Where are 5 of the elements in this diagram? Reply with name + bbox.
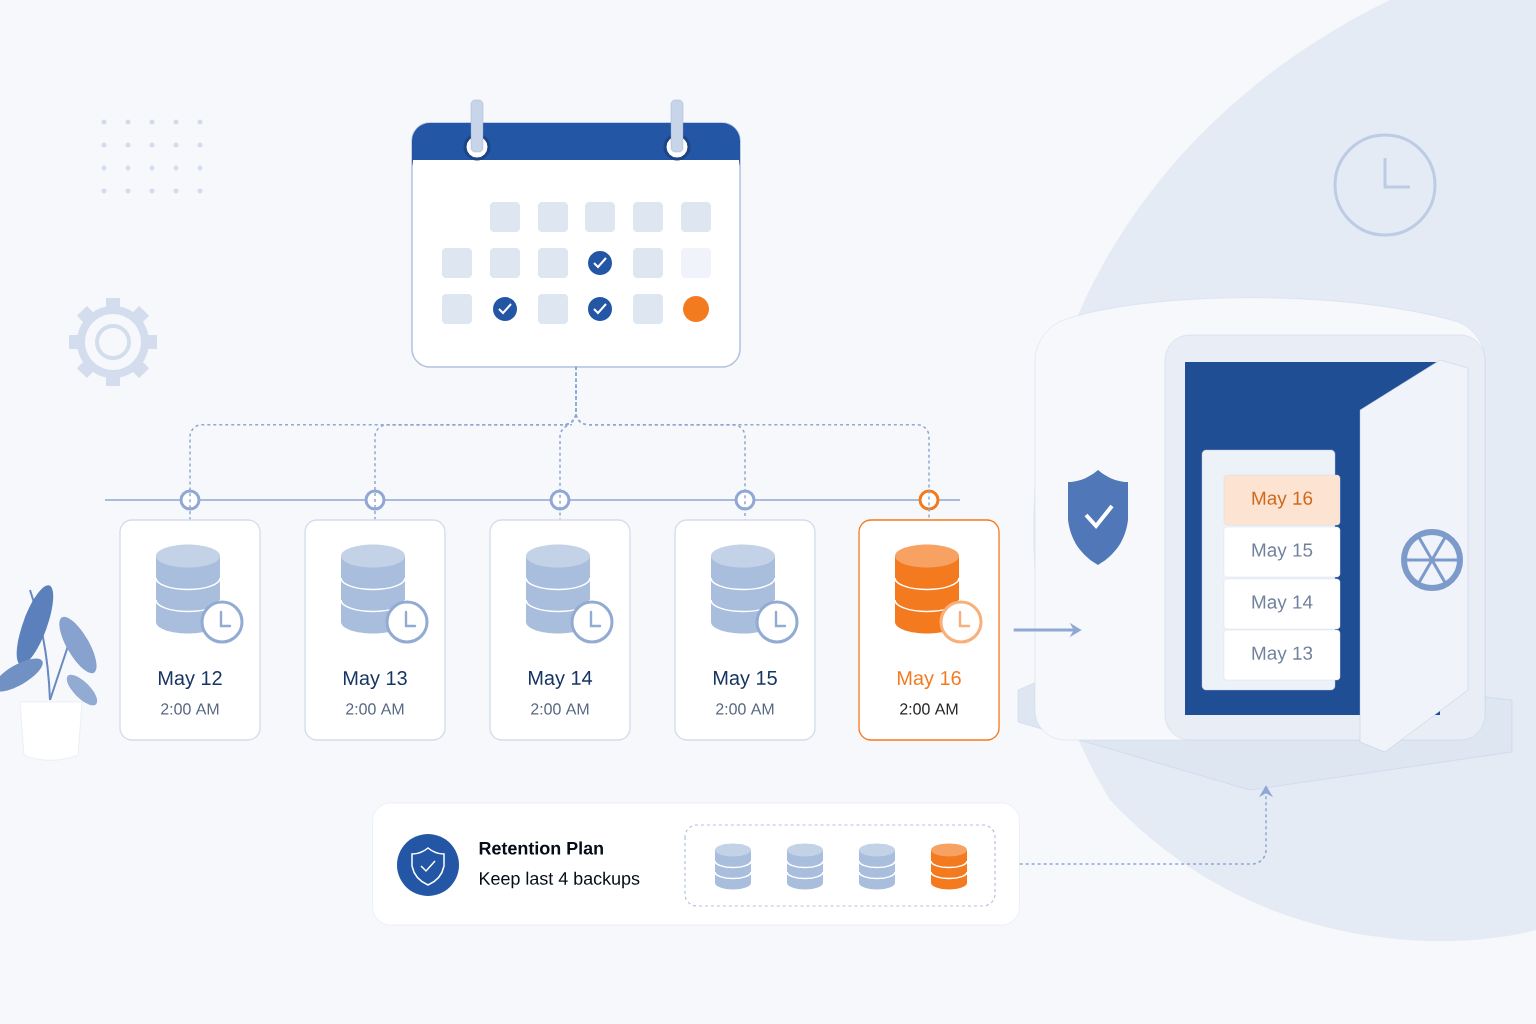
backup-tag: May 15 <box>1223 526 1341 578</box>
backup-tag: May 14 <box>1223 578 1341 630</box>
backup-tag: May 13 <box>1223 629 1341 681</box>
backup-tag: May 16 <box>1223 474 1341 526</box>
calendar-drawing <box>411 99 741 368</box>
